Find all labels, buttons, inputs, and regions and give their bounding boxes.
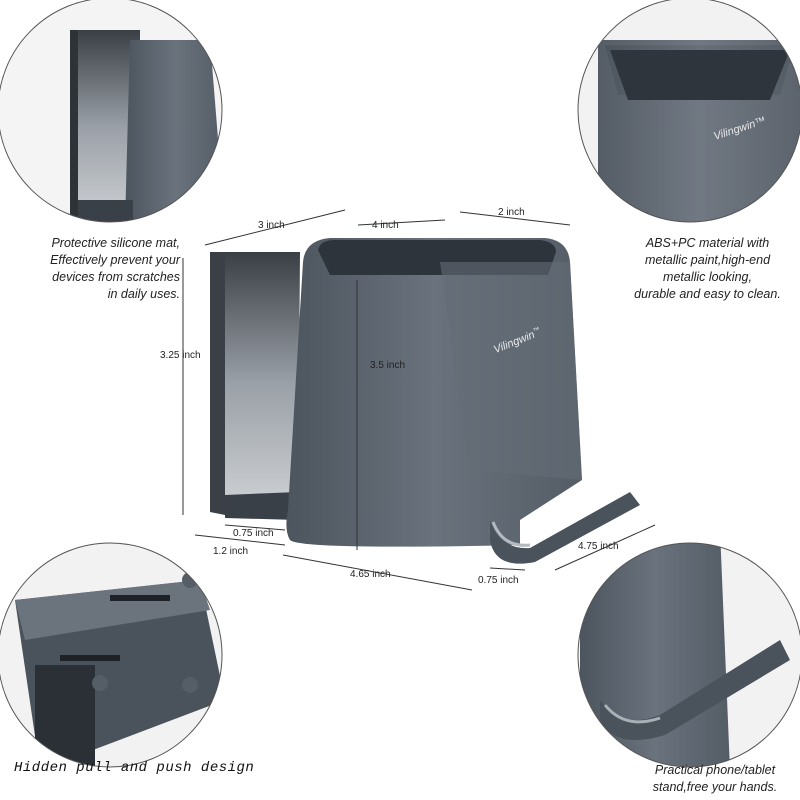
dim-slot-gap: 0.75 inch [233, 528, 274, 539]
detail-circle-material: Vilingwin™ [577, 0, 800, 223]
caption-line: Practical phone/tablet [654, 763, 776, 777]
caption-silicone-mat: Protective silicone mat, Effectively pre… [20, 235, 180, 303]
caption-line: ABS+PC material with [645, 236, 770, 250]
dim-height-back: 3.25 inch [160, 350, 201, 361]
caption-line: stand,free your hands. [652, 780, 778, 794]
caption-line: in daily uses. [107, 287, 180, 301]
detail-circle-stand [577, 542, 800, 768]
dim-base-length: 4.65 inch [350, 569, 391, 580]
caption-line: metallic paint,high-end [644, 253, 771, 267]
caption-line: Effectively prevent your [50, 253, 180, 267]
caption-line: Protective silicone mat, [51, 236, 180, 250]
dim-lip-depth: 0.75 inch [478, 575, 519, 586]
detail-circle-mat [0, 0, 223, 223]
dim-depth-top: 2 inch [498, 207, 525, 218]
dimension-lines [182, 209, 656, 591]
caption-line: metallic looking, [663, 270, 752, 284]
main-product [210, 238, 640, 564]
dim-width-back: 3 inch [258, 220, 285, 231]
caption-pull-push: Hidden pull and push design [14, 760, 255, 776]
dim-stand-depth: 4.75 inch [578, 541, 619, 552]
detail-circle-underside [0, 542, 223, 768]
dim-base-left: 1.2 inch [213, 546, 249, 557]
caption-line: durable and easy to clean. [634, 287, 781, 301]
caption-line: devices from scratches [52, 270, 180, 284]
dim-height-front: 3.5 inch [370, 360, 406, 371]
caption-material: ABS+PC material with metallic paint,high… [620, 235, 795, 303]
caption-phone-stand: Practical phone/tablet stand,free your h… [640, 762, 790, 796]
dim-width-top: 4 inch [372, 220, 399, 231]
